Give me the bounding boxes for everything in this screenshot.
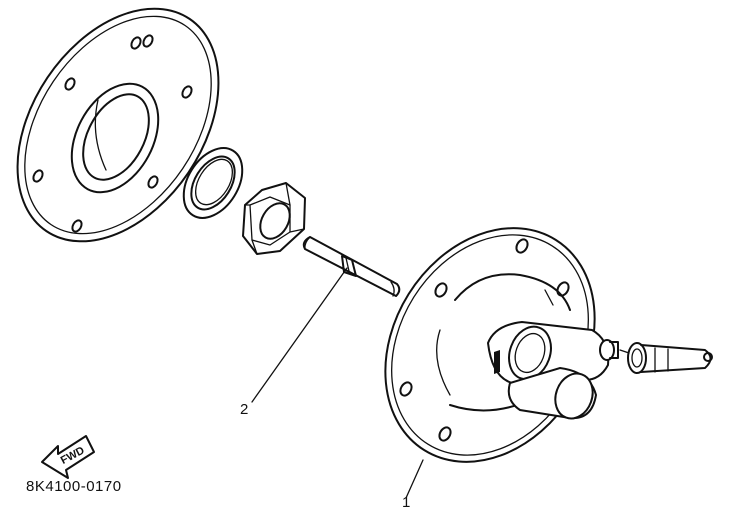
washer-ring	[182, 147, 244, 219]
callout-number-2: 2	[240, 401, 249, 418]
cable-end-fitting	[619, 342, 713, 374]
callout-number-1: 1	[402, 494, 411, 511]
pin-shaft-part-2	[302, 236, 401, 297]
hex-nut	[242, 182, 306, 255]
hub-assembly-part-1	[384, 227, 619, 463]
fwd-label: FWD	[59, 444, 87, 466]
callout-leaders	[251, 267, 424, 499]
fwd-arrow-badge: FWD	[41, 435, 95, 479]
drawing-code: 8K4100-0170	[26, 478, 122, 495]
back-plate-bolt-holes	[32, 34, 193, 233]
back-plate	[16, 7, 220, 243]
hub-bolt-holes	[399, 238, 570, 442]
